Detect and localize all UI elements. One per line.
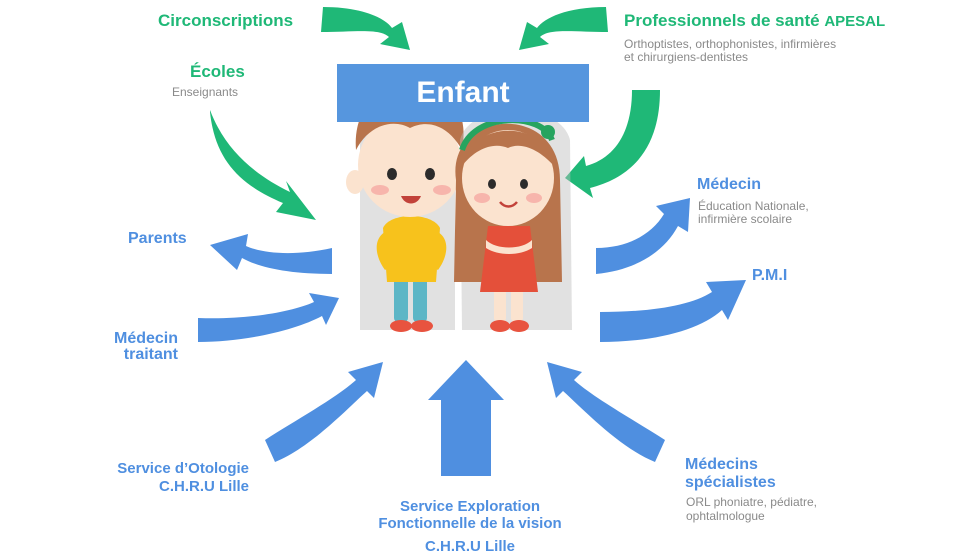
label-otologie-2: C.H.R.U Lille	[158, 478, 249, 495]
label-pmi: P.M.I	[752, 267, 788, 284]
arrow-parents	[210, 234, 332, 274]
detail-medecin-1: Éducation Nationale,	[698, 199, 809, 213]
label-vision-3: C.H.R.U Lille	[424, 538, 515, 555]
arrow-specialistes	[547, 362, 665, 462]
detail-specialistes-1: ORL phoniatre, pédiatre,	[686, 495, 817, 509]
title-banner	[337, 64, 589, 122]
label-medecin: Médecin	[697, 176, 762, 193]
detail-professionnels-1: Orthoptistes, orthophonistes, infirmière…	[624, 37, 837, 51]
arrow-vision	[428, 360, 504, 476]
detail-professionnels-2: et chirurgiens-dentistes	[624, 50, 749, 64]
arrow-professionnels-curve	[565, 90, 660, 198]
label-medecin-traitant-1: Médecin	[113, 330, 178, 347]
page-title: Enfant	[416, 76, 510, 109]
arrow-medecin-traitant	[198, 293, 339, 342]
label-vision-1: Service Exploration	[399, 498, 541, 515]
detail-ecoles: Enseignants	[172, 85, 239, 99]
detail-medecin-2: infirmière scolaire	[698, 212, 793, 226]
girl-illustration	[454, 110, 572, 332]
label-otologie-1: Service d’Otologie	[117, 460, 249, 477]
arrow-medecin	[596, 198, 690, 274]
label-medecin-traitant-2: traitant	[123, 346, 178, 363]
arrow-pmi	[600, 280, 746, 342]
label-specialistes-2: spécialistes	[685, 474, 776, 491]
arrow-professionnels	[519, 7, 608, 50]
label-specialistes-1: Médecins	[685, 456, 758, 473]
label-professionnels: Professionnels de santé APESAL	[624, 12, 885, 31]
detail-specialistes-2: ophtalmologue	[686, 509, 765, 523]
arrow-otologie	[265, 362, 383, 462]
label-professionnels-tag: APESAL	[824, 13, 886, 30]
label-vision-2: Fonctionnelle de la vision	[378, 515, 562, 532]
label-professionnels-name: Professionnels de santé	[624, 11, 820, 30]
label-circonscriptions: Circonscriptions	[158, 11, 294, 30]
arrow-circonscriptions	[321, 7, 410, 50]
arrow-ecoles	[210, 110, 316, 220]
label-parents: Parents	[128, 230, 187, 247]
label-ecoles: Écoles	[190, 62, 245, 81]
